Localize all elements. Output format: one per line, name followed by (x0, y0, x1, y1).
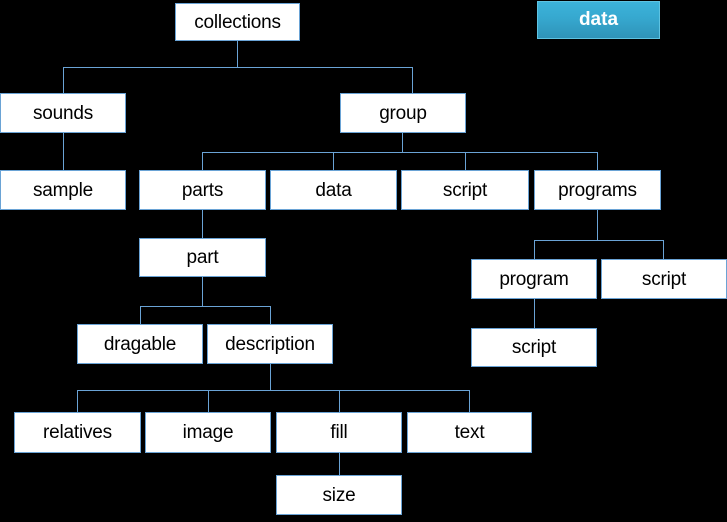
connector-collections-bus (63, 67, 413, 68)
node-script-programs[interactable]: script (601, 259, 727, 299)
connector-programs-bus (534, 240, 664, 241)
connector-to-group (412, 67, 413, 93)
connector-to-text (469, 390, 470, 412)
connector-group-stem (402, 133, 403, 152)
node-dragable[interactable]: dragable (77, 324, 203, 364)
connector-description-bus (77, 390, 469, 391)
connector-to-sounds (63, 67, 64, 93)
node-relatives[interactable]: relatives (14, 412, 141, 453)
connector-to-data (333, 152, 334, 170)
node-script-group[interactable]: script (401, 170, 529, 210)
node-collections[interactable]: collections (175, 3, 300, 41)
node-part[interactable]: part (139, 238, 266, 277)
connector-to-script-group (465, 152, 466, 170)
node-programs[interactable]: programs (534, 170, 661, 210)
node-description[interactable]: description (207, 324, 333, 364)
node-image[interactable]: image (145, 412, 271, 453)
connector-programs-stem (597, 210, 598, 240)
connector-to-script-programs (663, 240, 664, 259)
connector-description-stem (270, 364, 271, 390)
connector-to-program (534, 240, 535, 259)
node-sample[interactable]: sample (0, 170, 126, 210)
connector-fill-to-size (339, 453, 340, 475)
node-text[interactable]: text (407, 412, 532, 453)
node-size[interactable]: size (276, 475, 402, 515)
connector-to-relatives (77, 390, 78, 412)
connector-program-to-script (534, 299, 535, 328)
node-sounds[interactable]: sounds (0, 93, 126, 133)
connector-to-image (208, 390, 209, 412)
node-script-program[interactable]: script (471, 328, 597, 367)
connector-to-dragable (140, 306, 141, 324)
connector-to-programs (597, 152, 598, 170)
node-parts[interactable]: parts (139, 170, 266, 210)
connector-to-fill (339, 390, 340, 412)
connector-sounds-to-sample (63, 133, 64, 170)
node-data[interactable]: data (270, 170, 397, 210)
connector-group-bus (202, 152, 598, 153)
connector-to-description (270, 306, 271, 324)
connector-to-parts (202, 152, 203, 170)
diagram-title-badge: data (537, 1, 660, 39)
node-program[interactable]: program (471, 259, 597, 299)
node-group[interactable]: group (340, 93, 466, 133)
connector-part-bus (140, 306, 270, 307)
connector-part-stem (202, 277, 203, 306)
connector-collections-stem (237, 41, 238, 67)
node-fill[interactable]: fill (276, 412, 402, 453)
connector-parts-to-part (202, 210, 203, 238)
